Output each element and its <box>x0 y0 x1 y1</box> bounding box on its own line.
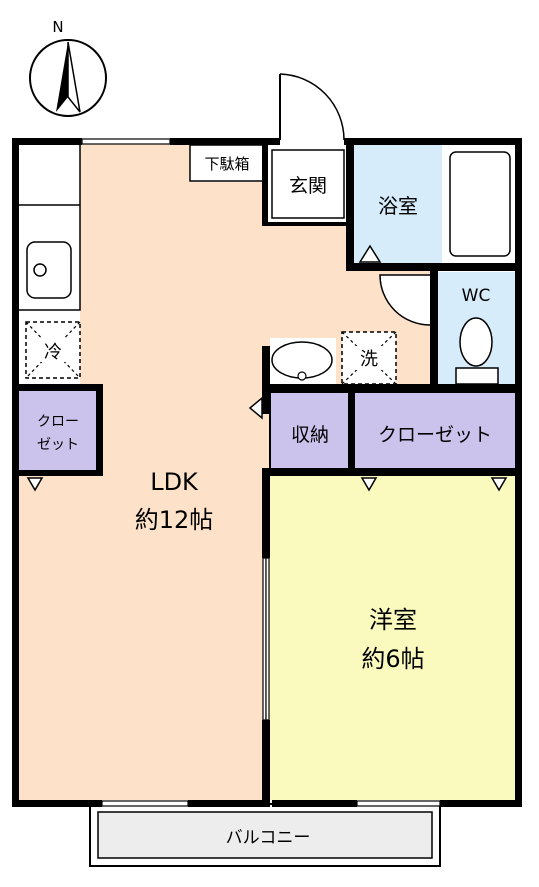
closet-left-label-line1: クロー <box>37 414 79 430</box>
closet-left <box>17 389 99 473</box>
toilet-icon <box>459 317 493 367</box>
western-room-name: 洋室 <box>369 606 417 634</box>
closet-right-label: クローゼット <box>378 424 492 446</box>
entrance-label: 玄関 <box>289 175 327 197</box>
entrance-step <box>271 149 345 219</box>
bathroom-floor <box>354 145 442 263</box>
fridge-label: 冷 <box>44 342 62 363</box>
shoe-closet <box>189 144 265 182</box>
bath-label: 浴室 <box>378 194 418 218</box>
walls <box>12 138 522 807</box>
kitchen-sink-icon <box>26 241 72 299</box>
ldk-area: 約12帖 <box>135 506 214 534</box>
storage-label: 収納 <box>291 424 329 446</box>
washer-label: 洗 <box>360 349 378 370</box>
compass-needle-outline <box>67 41 81 113</box>
closet-left-label-line2: ゼット <box>37 437 79 453</box>
wc-label: WC <box>462 286 491 306</box>
windows <box>81 138 441 807</box>
western-room-floor <box>270 475 516 800</box>
western-room-area: 約6帖 <box>361 645 424 673</box>
compass: N <box>29 18 107 117</box>
sliding-door <box>262 557 270 721</box>
bathtub-icon <box>449 151 511 257</box>
storage <box>269 391 351 471</box>
compass-north-label: N <box>52 18 63 36</box>
ldk-name: LDK <box>150 468 199 496</box>
balcony-label: バルコニー <box>226 828 311 848</box>
entrance-door <box>279 73 345 141</box>
shoe-closet-label: 下駄箱 <box>204 155 249 173</box>
balcony: バルコニー <box>89 803 441 867</box>
ldk-floor <box>18 140 430 800</box>
compass-needle-icon <box>56 42 68 112</box>
